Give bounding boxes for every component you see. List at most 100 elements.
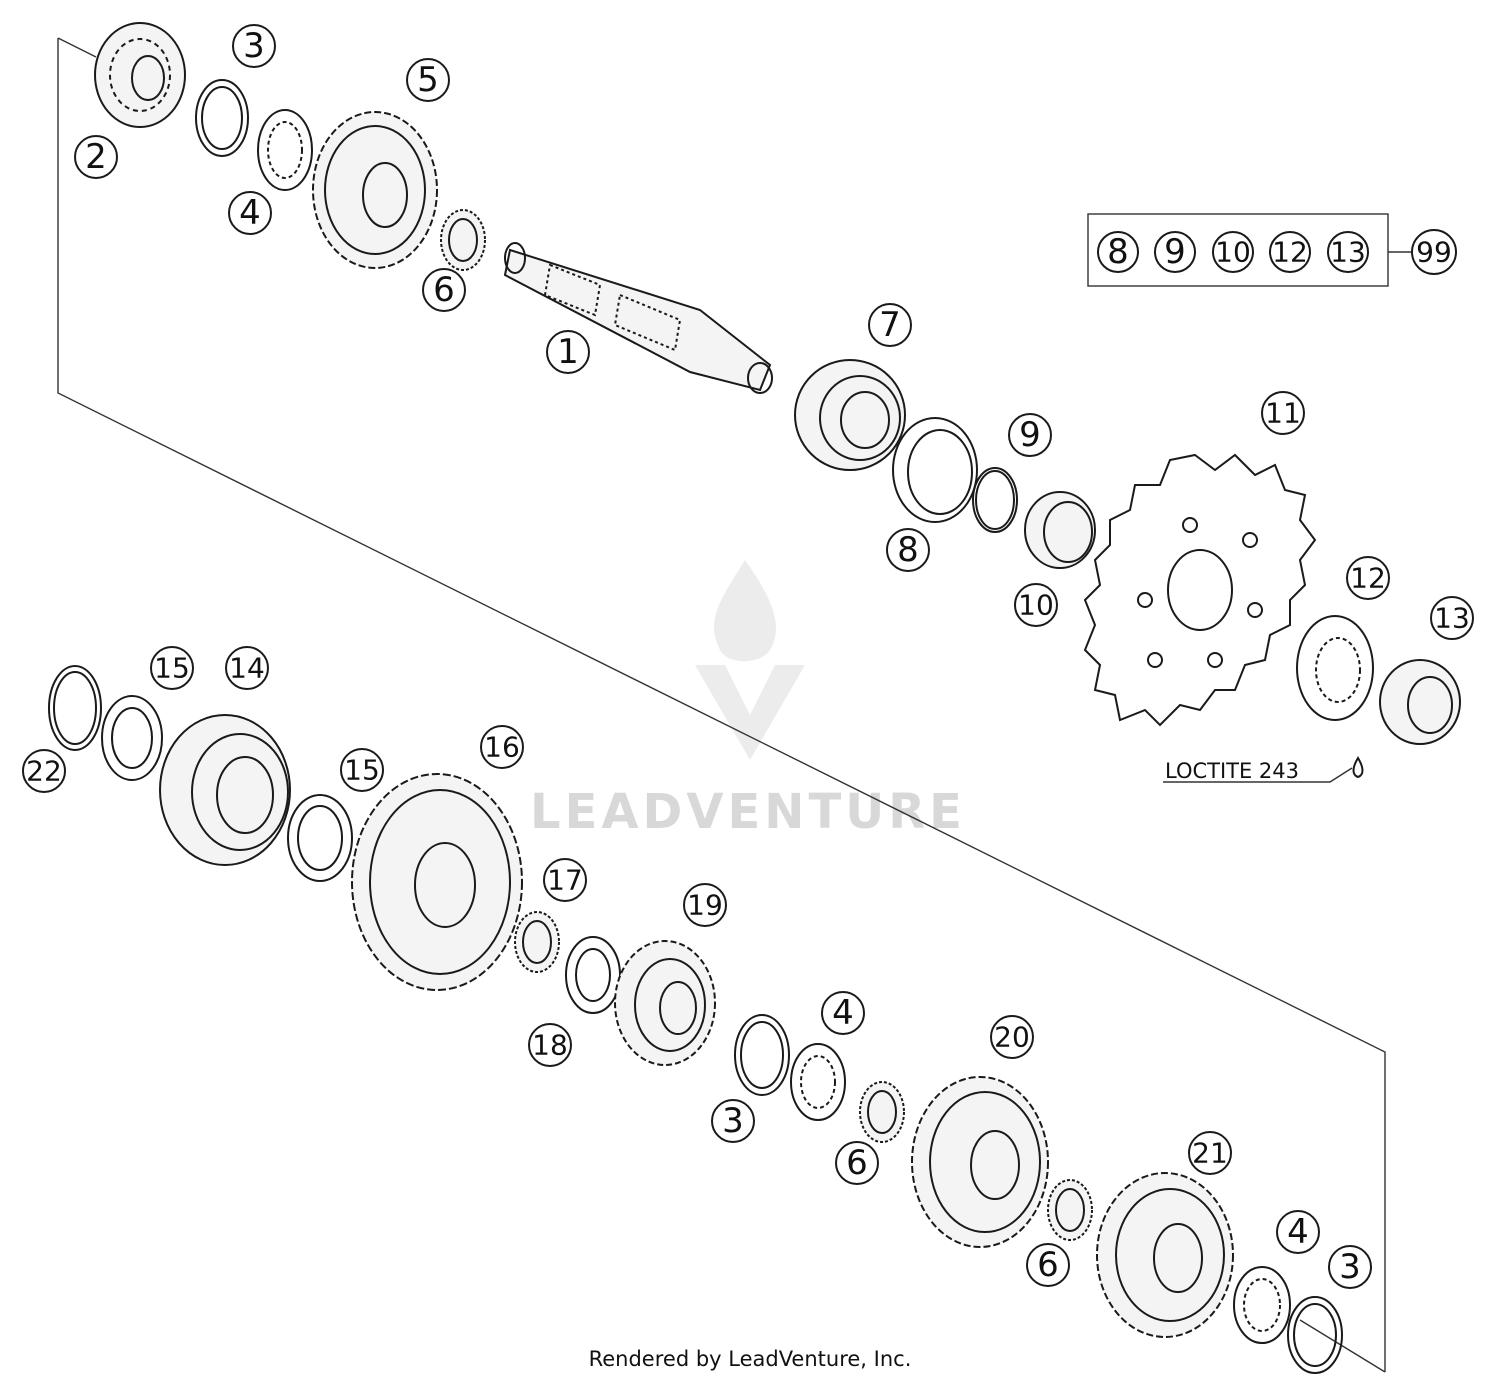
callout-label: 11 [1265, 397, 1301, 430]
lower-shaft-assembly [48, 665, 1343, 1374]
callout-c14[interactable]: 14 [225, 646, 269, 690]
callout-circle [480, 725, 524, 769]
callout-c18[interactable]: 18 [528, 1023, 572, 1067]
callout-c3a[interactable]: 3 [232, 24, 276, 68]
part-13-nut [1379, 659, 1461, 745]
callout-c16[interactable]: 16 [480, 725, 524, 769]
callout-c15b[interactable]: 15 [340, 748, 384, 792]
part-4-washer-c [1233, 1266, 1291, 1344]
callout-label: 4 [239, 193, 261, 233]
part-15-washer-a [101, 695, 163, 781]
watermark: LEADVENTURE [530, 560, 962, 840]
callout-circle [22, 749, 66, 793]
loctite-note: LOCTITE 243 [1165, 759, 1299, 783]
callout-c1[interactable]: 1 [546, 330, 590, 374]
callout-c4a[interactable]: 4 [228, 191, 272, 235]
callout-circle [74, 135, 118, 179]
kit-member-8[interactable]: 8 [1097, 231, 1139, 273]
part-20-gear [911, 1076, 1049, 1248]
callout-c11[interactable]: 11 [1261, 391, 1305, 435]
callout-c5[interactable]: 5 [406, 58, 450, 102]
callout-label: 15 [154, 652, 190, 685]
callout-c10[interactable]: 10 [1014, 583, 1058, 627]
part-16-gear [351, 773, 523, 991]
callout-c2[interactable]: 2 [74, 135, 118, 179]
callout-label: 3 [243, 26, 265, 66]
callout-c22[interactable]: 22 [22, 749, 66, 793]
callout-label: 5 [417, 60, 439, 100]
kit-member-10[interactable]: 10 [1212, 231, 1254, 273]
part-5-gear [312, 111, 438, 269]
callout-c12[interactable]: 12 [1346, 556, 1390, 600]
part-6-needle-bearing-b [859, 1081, 905, 1143]
callout-label: 3 [1339, 1247, 1361, 1287]
callout-label: 21 [1192, 1137, 1228, 1170]
part-12-lock-washer [1296, 615, 1374, 721]
callout-label: 19 [687, 889, 723, 922]
callout-label: 18 [532, 1029, 568, 1062]
callout-label: 4 [832, 993, 854, 1033]
watermark-v-icon [695, 665, 805, 760]
part-3-circlip-c [1287, 1296, 1343, 1374]
callout-c8[interactable]: 8 [886, 528, 930, 572]
part-17-needle-bearing [514, 911, 560, 973]
callout-circle [150, 646, 194, 690]
part-8-seal [892, 417, 978, 523]
kit-member-9[interactable]: 9 [1154, 231, 1196, 273]
callout-c21[interactable]: 21 [1188, 1131, 1232, 1175]
callout-circle [835, 1141, 879, 1185]
callout-c6c[interactable]: 6 [1026, 1243, 1070, 1287]
part-4-washer [257, 109, 313, 191]
callout-circle [1014, 583, 1058, 627]
callout-circle [406, 58, 450, 102]
callout-label: 1 [557, 332, 579, 372]
callout-c13[interactable]: 13 [1430, 596, 1474, 640]
callout-c3b[interactable]: 3 [711, 1099, 755, 1143]
part-6-needle-bearing-c [1047, 1179, 1093, 1241]
callout-circle [1261, 391, 1305, 435]
callout-c4c[interactable]: 4 [1276, 1210, 1320, 1254]
callout-circle [1188, 1131, 1232, 1175]
callout-circle [821, 991, 865, 1035]
callout-circle [683, 883, 727, 927]
callout-c6b[interactable]: 6 [835, 1141, 879, 1185]
callout-c7[interactable]: 7 [868, 303, 912, 347]
callout-c19[interactable]: 19 [683, 883, 727, 927]
kit-member-8-label: 8 [1107, 232, 1129, 272]
callout-c17[interactable]: 17 [543, 858, 587, 902]
callout-label: 14 [229, 652, 265, 685]
part-11-sprocket [1083, 453, 1317, 727]
part-2-gear [94, 22, 186, 128]
kit-member-13[interactable]: 13 [1327, 231, 1369, 273]
kit-member-10-label: 10 [1215, 236, 1251, 269]
callout-c15a[interactable]: 15 [150, 646, 194, 690]
part-22-circlip [48, 665, 102, 751]
kit-member-9-label: 9 [1164, 232, 1186, 272]
part-3-circlip-b [734, 1014, 790, 1096]
callout-label: 10 [1018, 589, 1054, 622]
part-1-shaft [503, 242, 773, 394]
callout-c6a[interactable]: 6 [422, 268, 466, 312]
callout-label: 12 [1350, 562, 1386, 595]
callout-label: 6 [433, 270, 455, 310]
part-3-circlip [195, 79, 249, 157]
kit-member-12-label: 12 [1272, 236, 1308, 269]
callout-label: 20 [994, 1021, 1030, 1054]
kit-member-12[interactable]: 12 [1269, 231, 1311, 273]
callout-c20[interactable]: 20 [990, 1015, 1034, 1059]
callout-c9[interactable]: 9 [1008, 413, 1052, 457]
part-10-spacer [1024, 491, 1096, 569]
callout-c3c[interactable]: 3 [1328, 1245, 1372, 1289]
render-credit: Rendered by LeadVenture, Inc. [589, 1347, 912, 1371]
callout-label: 4 [1287, 1212, 1309, 1252]
callout-label: 3 [722, 1101, 744, 1141]
callout-c4b[interactable]: 4 [821, 991, 865, 1035]
callout-circle [1026, 1243, 1070, 1287]
kit-number-99[interactable]: 99 [1411, 229, 1457, 275]
watermark-flame-icon [714, 560, 776, 662]
callout-circle [886, 528, 930, 572]
callout-circle [868, 303, 912, 347]
callout-circle [711, 1099, 755, 1143]
